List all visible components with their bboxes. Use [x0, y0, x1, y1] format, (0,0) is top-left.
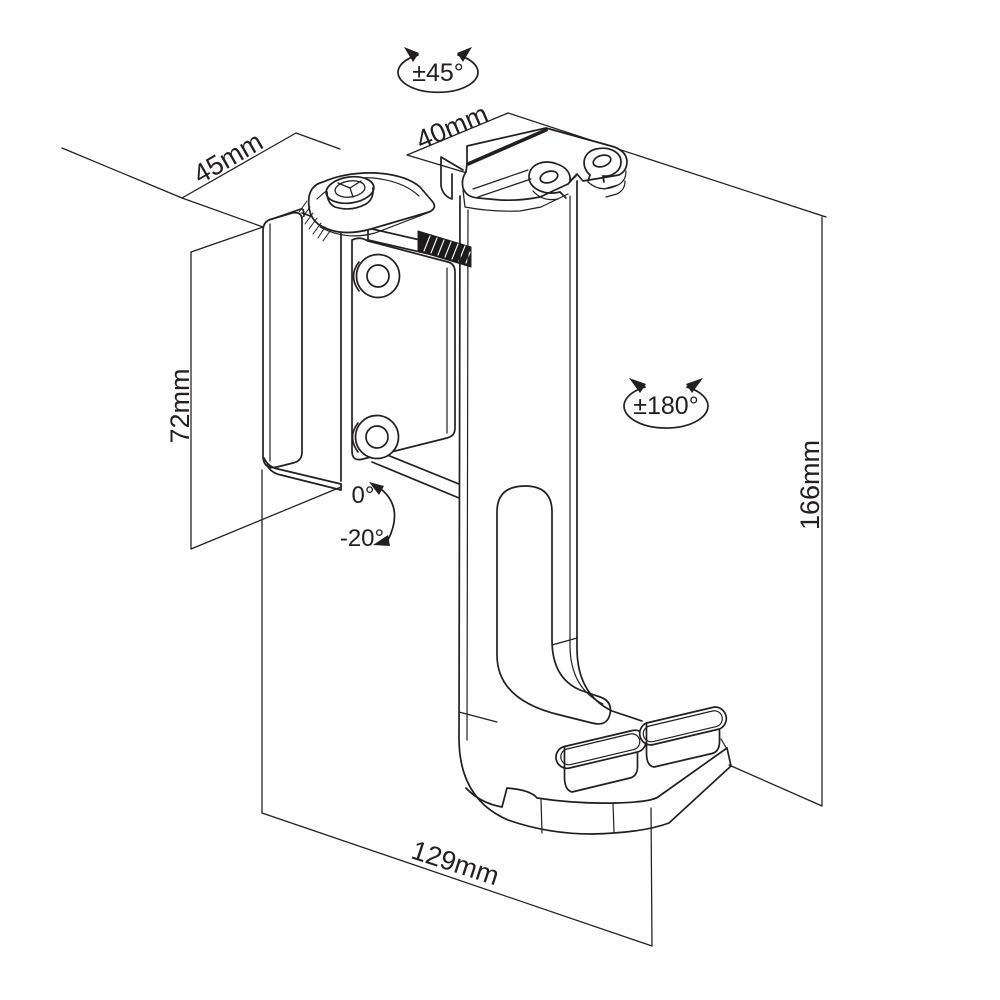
tilt-lower-label: -20°: [340, 525, 384, 552]
hinge-boss-top: [352, 253, 401, 299]
knurled-grip: [417, 230, 472, 268]
arm-outer-silhouette: [458, 195, 732, 835]
hinge-assembly: [298, 172, 472, 499]
wall-plate-height-label: 72mm: [165, 368, 195, 443]
tilt-arc: [369, 482, 396, 546]
dim-45mm: [181, 132, 341, 228]
dim-40mm: [406, 112, 827, 218]
top-depth-label: 45mm: [188, 126, 268, 189]
swivel-arc: [397, 47, 479, 94]
rotation-arc: [623, 378, 709, 429]
wall-plate: [262, 208, 342, 491]
overall-height-label: 166mm: [795, 440, 825, 530]
base-length-label: 129mm: [408, 835, 503, 891]
screw-drive-mark: [337, 180, 362, 198]
plate-bend-line: [466, 128, 548, 166]
lower-link-strap: [371, 451, 460, 499]
foot-tab-rear: [638, 706, 728, 768]
dim-166mm: [728, 216, 823, 807]
wall-reference-line: [61, 147, 183, 199]
swivel-range-label: ±45°: [412, 59, 464, 87]
plate-outline: [461, 127, 628, 202]
tilt-upper-label: 0°: [352, 482, 375, 509]
plate-link-tab: [440, 156, 464, 200]
hinge-boss-bottom: [351, 414, 400, 460]
dimension-lines: [61, 112, 827, 947]
foot-top-edge: [465, 747, 728, 808]
dim-129mm: [261, 469, 653, 947]
keyhole-slot-right: [583, 147, 622, 190]
mounting-plate: [440, 127, 628, 212]
dim-72mm: [190, 226, 342, 550]
keyhole-slot-left: [528, 161, 577, 201]
foot-tab-front: [555, 729, 647, 793]
edge-shading-hatch: [298, 200, 331, 242]
rotation-range-label: ±180°: [633, 392, 698, 420]
arm-right-edge: [576, 180, 643, 722]
bracket-arm: [458, 180, 732, 835]
arm-slot: [496, 485, 612, 725]
adjustment-knob: [325, 175, 375, 210]
